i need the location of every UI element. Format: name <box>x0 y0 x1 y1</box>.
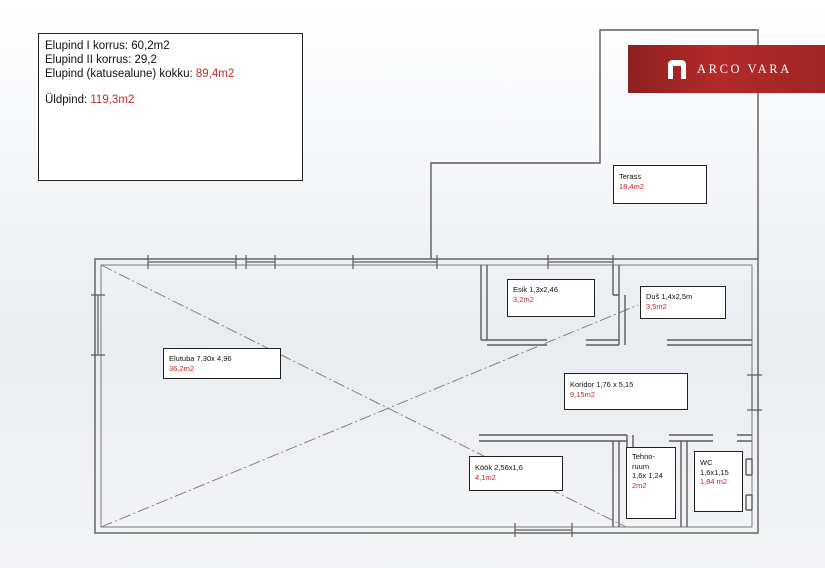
room-label-kook: Köök 2,56x1,6 4,1m2 <box>469 456 563 491</box>
room-label-elutuba: Elutuba 7,30x 4,96 36,2m2 <box>163 348 281 379</box>
esik-walls <box>480 265 620 346</box>
total-area-label: Elupind (katusealune) kokku: <box>45 68 196 80</box>
floor2-area: Elupind II korrus: 29,2 <box>45 54 157 66</box>
room-name: Esik 1,3x2,46 <box>513 285 559 294</box>
total-area-value: 89,4m2 <box>195 68 235 80</box>
window-right <box>747 374 762 411</box>
room-name: WC <box>700 458 713 467</box>
gross-area-value: 119,3m2 <box>90 94 135 106</box>
outer-wall <box>94 258 759 534</box>
arch-icon <box>668 60 686 79</box>
room-name-line1: Tehno- <box>632 452 655 461</box>
room-label-tehnoruum: Tehno- ruum 1,6x 1,24 2m2 <box>626 447 676 519</box>
room-name: Elutuba 7,30x 4,96 <box>169 354 232 363</box>
room-area: 3,2m2 <box>513 294 534 304</box>
room-name: Terass <box>619 172 642 181</box>
gross-area: Üldpind: 119,3m2 <box>45 93 296 107</box>
room-area: 3,5m2 <box>646 301 667 311</box>
floor1-area: Elupind I korrus: 60,2m2 <box>45 40 170 52</box>
room-dims: 1,6x 1,24 <box>632 471 663 480</box>
room-label-esik: Esik 1,3x2,46 3,2m2 <box>507 279 595 317</box>
room-name: Köök 2,56x1,6 <box>475 463 523 472</box>
room-label-terass: Terass 18,4m2 <box>613 165 707 204</box>
arco-vara-logo: ARCO VARA <box>628 45 825 93</box>
room-name-line2: ruum <box>632 461 650 471</box>
room-label-koridor: Koridor 1,76 x 5,15 9,15m2 <box>564 373 688 410</box>
area-summary-box: Elupind I korrus: 60,2m2 Elupind II korr… <box>38 33 303 181</box>
room-area: 1,84 m2 <box>700 477 728 486</box>
room-label-dush: Duš 1,4x2,5m 3,5m2 <box>640 286 726 319</box>
gross-area-label: Üldpind: <box>45 94 91 106</box>
total-area: Elupind (katusealune) kokku: 89,4m2 <box>45 67 296 81</box>
room-area: 36,2m2 <box>169 363 195 373</box>
logo-text: ARCO VARA <box>697 61 792 76</box>
room-dims: 1,6x1,15 <box>700 467 729 477</box>
room-area: 18,4m2 <box>619 181 645 191</box>
room-area: 2m2 <box>632 480 647 490</box>
room-area: 4,1m2 <box>475 472 496 482</box>
dush-walls <box>618 295 752 346</box>
windows-top <box>147 255 614 269</box>
window-bottom <box>514 523 573 537</box>
window-left <box>91 294 105 356</box>
room-label-wc: WC 1,6x1,15 1,84 m2 <box>694 451 743 512</box>
room-name: Koridor 1,76 x 5,15 <box>570 380 634 389</box>
room-area: 9,15m2 <box>570 389 596 399</box>
kitchen-walls <box>479 434 753 527</box>
room-name: Duš 1,4x2,5m <box>646 292 693 301</box>
